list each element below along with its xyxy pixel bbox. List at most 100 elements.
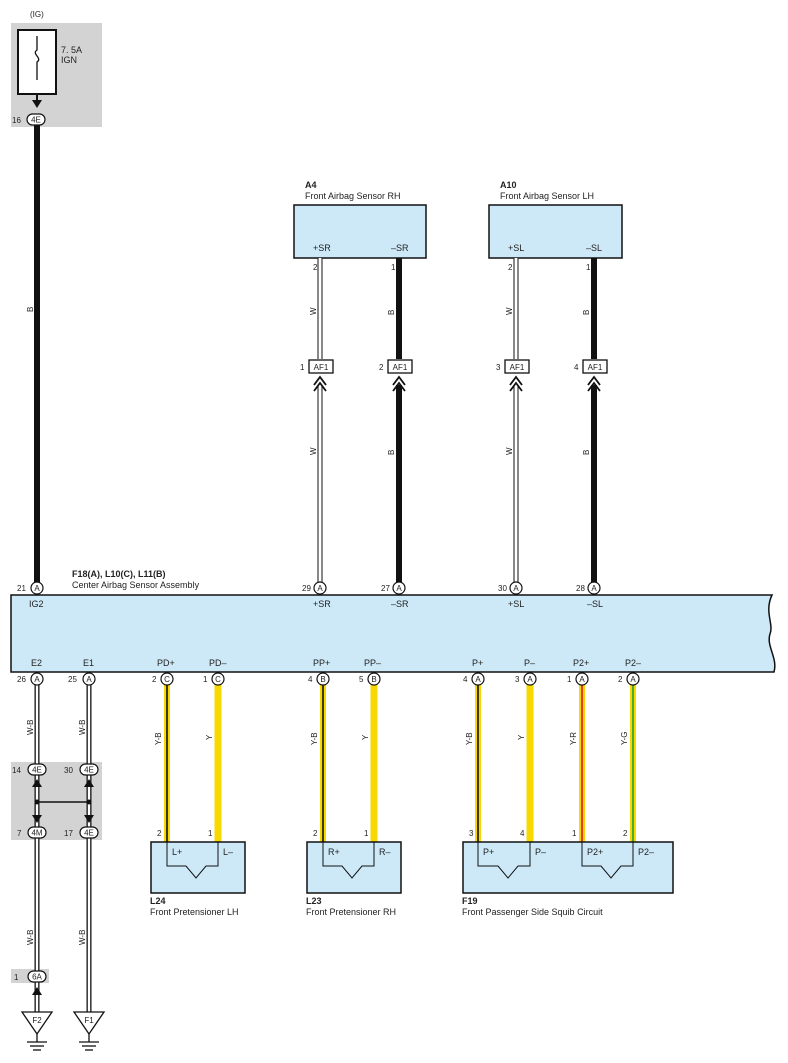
- squib-icon: [581, 842, 634, 879]
- component-l23-name: Front Pretensioner RH: [306, 907, 396, 917]
- center-airbag-sensor-assembly: F18(A), L10(C), L11(B) Center Airbag Sen…: [10, 569, 776, 673]
- sensor-a10-terminal-plus: +SL: [508, 243, 524, 253]
- chevron-up-icon: [392, 375, 406, 392]
- af1-connector-1: 1 AF1: [300, 359, 334, 392]
- sensor-a4-code: A4: [305, 180, 317, 190]
- af1-connector-4: 4 AF1: [574, 359, 608, 392]
- svg-text:A: A: [396, 584, 402, 593]
- sensor-a10: A10 Front Airbag Sensor LH +SL –SL 2 1: [488, 180, 623, 272]
- fuse-name: IGN: [61, 55, 77, 65]
- terminal-slp: 30 A +SL: [498, 581, 524, 609]
- wire-srp-color-upper: W: [309, 307, 318, 315]
- svg-text:L+: L+: [172, 847, 182, 857]
- sensor-a10-terminal-minus: –SL: [586, 243, 602, 253]
- arrow-up-icon: [32, 987, 42, 995]
- component-l24-name: Front Pretensioner LH: [150, 907, 239, 917]
- sensor-a4-pin-minus: 1: [391, 263, 396, 272]
- fuse-rating: 7. 5A: [61, 45, 82, 55]
- squib-icon: [322, 842, 375, 879]
- terminal-slm: 28 A –SL: [576, 581, 603, 609]
- lower-wires: W-B W-B Y-B Y Y-B Y Y-B Y Y-R Y-G: [26, 684, 636, 1012]
- junction-connector-7: 7 4M: [17, 826, 47, 839]
- squib-icon: [166, 842, 219, 879]
- svg-text:PD+: PD+: [157, 658, 175, 668]
- svg-text:P2–: P2–: [638, 847, 654, 857]
- svg-text:B: B: [371, 675, 376, 684]
- wire-pm-color: Y: [517, 734, 526, 740]
- svg-text:F1: F1: [84, 1016, 94, 1025]
- svg-text:A: A: [34, 584, 40, 593]
- svg-text:PP–: PP–: [364, 658, 381, 668]
- wire-e1-color: W-B: [78, 720, 87, 735]
- assembly-box: [10, 594, 776, 673]
- svg-text:21: 21: [17, 584, 26, 593]
- component-l24: L+ L– 2 1 L24 Front Pretensioner LH: [150, 829, 246, 917]
- wire-srm-color-lower: B: [387, 450, 396, 455]
- svg-text:14: 14: [12, 766, 21, 775]
- svg-text:P+: P+: [472, 658, 483, 668]
- terminal-pdp: 2 C: [152, 672, 174, 686]
- svg-text:25: 25: [68, 675, 77, 684]
- svg-text:4: 4: [463, 675, 468, 684]
- wire-ig-color: B: [26, 307, 35, 312]
- sensor-a10-pin-plus: 2: [508, 263, 513, 272]
- assembly-code: F18(A), L10(C), L11(B): [72, 569, 166, 579]
- terminal-ig2: 21 A IG2: [17, 581, 44, 609]
- svg-text:R+: R+: [328, 847, 340, 857]
- component-f19: P+ P– P2+ P2– 3 4 1 2 F19 Front Passenge…: [462, 829, 674, 917]
- svg-text:+SR: +SR: [313, 599, 331, 609]
- svg-text:A: A: [630, 675, 636, 684]
- svg-text:A: A: [513, 584, 519, 593]
- svg-text:2: 2: [157, 829, 162, 838]
- sensor-wires: W B W B W B W B: [309, 258, 597, 584]
- svg-text:+SL: +SL: [508, 599, 524, 609]
- ground-connector-6a: 1 6A: [11, 969, 49, 995]
- svg-text:A: A: [591, 584, 597, 593]
- svg-text:1: 1: [364, 829, 369, 838]
- svg-text:2: 2: [313, 829, 318, 838]
- terminal-e1: 25 A: [68, 672, 96, 686]
- sensor-a10-name: Front Airbag Sensor LH: [500, 191, 594, 201]
- svg-text:4E: 4E: [32, 766, 42, 775]
- svg-text:A: A: [86, 675, 92, 684]
- terminal-p2m: 2 A: [618, 672, 640, 686]
- component-l23: R+ R– 2 1 L23 Front Pretensioner RH: [306, 829, 402, 917]
- terminal-e2: 26 A: [17, 672, 44, 686]
- sensor-a4-terminal-plus: +SR: [313, 243, 331, 253]
- svg-text:PP+: PP+: [313, 658, 330, 668]
- chevron-up-icon: [509, 375, 523, 392]
- svg-text:P2–: P2–: [625, 658, 641, 668]
- fuse-icon: [34, 36, 40, 80]
- svg-text:4M: 4M: [31, 829, 42, 838]
- wire-srp-color-lower: W: [309, 447, 318, 455]
- junction-connector-17: 17 4E: [64, 826, 99, 839]
- svg-text:4: 4: [520, 829, 525, 838]
- terminal-srm: 27 A –SR: [381, 581, 409, 609]
- component-f19-code: F19: [462, 896, 478, 906]
- component-l23-code: L23: [306, 896, 322, 906]
- junction-connector-30: 30 4E: [64, 763, 99, 776]
- svg-text:28: 28: [576, 584, 585, 593]
- terminal-pp: 4 A: [463, 672, 485, 686]
- terminal-ppp: 4 B: [308, 672, 330, 686]
- svg-text:PD–: PD–: [209, 658, 227, 668]
- chevron-up-icon: [313, 375, 327, 392]
- svg-text:IG2: IG2: [29, 599, 44, 609]
- ig-pin: 16: [12, 116, 21, 125]
- svg-text:1: 1: [567, 675, 572, 684]
- svg-text:2: 2: [618, 675, 623, 684]
- terminal-pm: 3 A: [515, 672, 537, 686]
- arrow-down-icon: [32, 815, 42, 823]
- svg-text:E1: E1: [83, 658, 94, 668]
- sensor-a10-code: A10: [500, 180, 517, 190]
- component-l24-code: L24: [150, 896, 166, 906]
- svg-text:4E: 4E: [84, 766, 94, 775]
- svg-text:1: 1: [203, 675, 208, 684]
- svg-text:3: 3: [496, 363, 501, 372]
- svg-text:3: 3: [469, 829, 474, 838]
- ig-fuse-group: (IG) 7. 5A IGN 16 4E: [11, 10, 102, 127]
- svg-text:2: 2: [379, 363, 384, 372]
- svg-text:–SR: –SR: [391, 599, 409, 609]
- svg-text:P–: P–: [535, 847, 546, 857]
